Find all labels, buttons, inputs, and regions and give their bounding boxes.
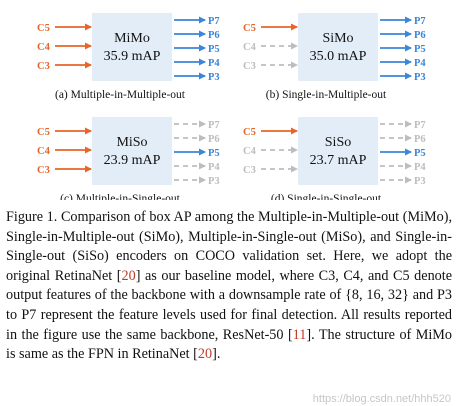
input-label-c4: C4 xyxy=(37,42,51,53)
input-label-c3: C3 xyxy=(243,61,256,72)
caption-text-3: ]. The structure of MiMo is same as the … xyxy=(6,326,452,363)
watermark: https://blog.csdn.net/hhh520 xyxy=(312,393,451,405)
output-label-p6: P6 xyxy=(208,134,220,145)
output-label-p7: P7 xyxy=(208,120,220,131)
encoder-map: 35.0 mAP xyxy=(310,49,367,64)
input-label-c3: C3 xyxy=(243,165,256,176)
input-label-c3: C3 xyxy=(37,165,50,176)
citation-link[interactable]: 20 xyxy=(121,267,136,284)
output-label-p4: P4 xyxy=(414,58,426,69)
output-label-p3: P3 xyxy=(208,72,220,83)
encoder-box xyxy=(298,117,378,185)
panel-subcaption: (a) Multiple-in-Multiple-out xyxy=(55,89,186,101)
encoder-name: MiSo xyxy=(116,135,147,150)
output-label-p3: P3 xyxy=(414,176,426,187)
encoder-box xyxy=(298,13,378,81)
input-label-c4: C4 xyxy=(243,146,257,157)
input-label-c4: C4 xyxy=(37,146,51,157)
output-label-p6: P6 xyxy=(414,134,426,145)
output-label-p7: P7 xyxy=(414,120,426,131)
input-label-c5: C5 xyxy=(243,23,256,34)
input-label-c5: C5 xyxy=(37,23,50,34)
output-label-p4: P4 xyxy=(414,162,426,173)
encoder-map: 35.9 mAP xyxy=(104,49,161,64)
panel-subcaption: (b) Single-in-Multiple-out xyxy=(266,89,387,101)
encoder-name: MiMo xyxy=(114,31,150,46)
output-label-p3: P3 xyxy=(208,176,220,187)
output-label-p7: P7 xyxy=(208,16,220,27)
encoder-map: 23.9 mAP xyxy=(104,153,161,168)
output-label-p6: P6 xyxy=(414,30,426,41)
output-label-p5: P5 xyxy=(208,148,220,159)
output-label-p4: P4 xyxy=(208,162,220,173)
panel-subcaption: (c) Multiple-in-Single-out xyxy=(60,193,181,200)
caption-text-1: Figure 1. Comparison of box AP among the… xyxy=(6,209,452,284)
encoder-box xyxy=(92,13,172,81)
output-label-p4: P4 xyxy=(208,58,220,69)
output-label-p5: P5 xyxy=(414,148,426,159)
encoder-name: SiMo xyxy=(322,31,353,46)
output-label-p5: P5 xyxy=(208,44,220,55)
output-label-p3: P3 xyxy=(414,72,426,83)
input-label-c3: C3 xyxy=(37,61,50,72)
encoder-map: 23.7 mAP xyxy=(310,153,367,168)
input-label-c4: C4 xyxy=(243,42,257,53)
output-label-p5: P5 xyxy=(414,44,426,55)
output-label-p7: P7 xyxy=(414,16,426,27)
encoder-box xyxy=(92,117,172,185)
panel-subcaption: (d) Single-in-Single-out xyxy=(271,193,382,200)
encoder-name: SiSo xyxy=(325,135,351,150)
output-label-p6: P6 xyxy=(208,30,220,41)
figure-caption: Figure 1. Comparison of box AP among the… xyxy=(6,208,452,365)
citation-link[interactable]: 20 xyxy=(197,346,213,363)
input-label-c5: C5 xyxy=(243,127,256,138)
citation-link[interactable]: 11 xyxy=(292,326,307,343)
input-label-c5: C5 xyxy=(37,127,50,138)
caption-text-2: ] as our baseline model, where C3, C4, a… xyxy=(6,267,452,343)
caption-text-4: ]. xyxy=(212,346,221,363)
